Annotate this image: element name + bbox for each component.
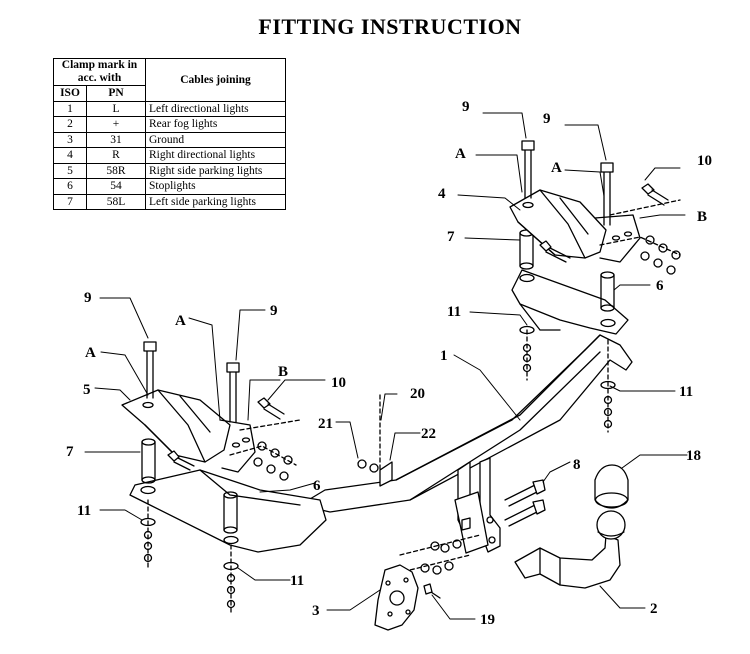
callout-21: 21 <box>318 416 333 432</box>
callout-3: 3 <box>312 603 320 619</box>
tow-ball <box>514 510 626 589</box>
wiring-legend-table: Clamp mark in acc. with Cables joining I… <box>53 58 286 210</box>
callout-2: 2 <box>650 601 658 617</box>
center-fasteners <box>357 394 393 487</box>
callout-7: 7 <box>447 229 455 245</box>
left-side-bracket <box>129 469 327 553</box>
callout-22: 22 <box>421 426 436 442</box>
callout-9: 9 <box>84 290 92 306</box>
callout-8: 8 <box>573 457 581 473</box>
callout-20: 20 <box>410 386 425 402</box>
hitch-receiver <box>454 457 501 554</box>
right-lower-fasteners <box>519 325 616 433</box>
left-vertical-bolts <box>143 341 240 423</box>
socket-screw <box>423 583 441 599</box>
callout-leaders <box>84 112 688 620</box>
legend-header-cables: Cables joining <box>145 58 286 102</box>
callout-11: 11 <box>447 304 461 320</box>
left-spacer-tubes <box>141 438 238 534</box>
ball-cover <box>594 464 629 509</box>
callout-a: A <box>175 313 186 329</box>
callout-11: 11 <box>679 384 693 400</box>
left-horizontal-bolts <box>167 397 301 481</box>
callout-5: 5 <box>83 382 91 398</box>
legend-header-pn: PN <box>86 85 146 102</box>
callout-b: B <box>697 209 707 225</box>
callout-19: 19 <box>480 612 495 628</box>
callout-10: 10 <box>331 375 346 391</box>
page-title: FITTING INSTRUCTION <box>258 14 522 39</box>
callout-4: 4 <box>438 186 446 202</box>
right-clamp-plate <box>509 189 641 263</box>
callout-11: 11 <box>77 503 91 519</box>
callout-b: B <box>278 364 288 380</box>
callout-1: 1 <box>440 348 448 364</box>
callout-9: 9 <box>270 303 278 319</box>
tow-bar-beam <box>299 334 633 513</box>
callout-11: 11 <box>290 573 304 589</box>
callout-a: A <box>85 345 96 361</box>
ball-bolts <box>504 479 546 527</box>
right-vertical-bolts <box>521 140 614 226</box>
legend-header-row: Clamp mark in acc. with Cables joining <box>53 58 286 102</box>
legend-header-clamp: Clamp mark in acc. with <box>53 58 146 86</box>
callout-10: 10 <box>697 153 712 169</box>
legend-pn: 58R <box>86 162 146 179</box>
callout-9: 9 <box>543 111 551 127</box>
callout-7: 7 <box>66 444 74 460</box>
callout-6: 6 <box>656 278 664 294</box>
left-clamp-plate <box>121 389 256 473</box>
left-lower-fasteners <box>140 499 239 613</box>
right-spacer-tubes <box>519 229 615 312</box>
callout-a: A <box>551 160 562 176</box>
right-horizontal-bolts <box>539 183 681 275</box>
callout-a: A <box>455 146 466 162</box>
right-side-bracket <box>511 269 629 335</box>
legend-desc: Right side parking lights <box>145 162 286 179</box>
legend-desc: Stoplights <box>145 178 286 195</box>
legend-desc: Right directional lights <box>145 147 286 164</box>
socket-plate <box>374 564 419 631</box>
callout-6: 6 <box>313 478 321 494</box>
callout-labels: 9 9 10 A A 4 B 7 6 11 1 11 9 9 A A 5 B 1… <box>66 99 712 628</box>
legend-pn: 58L <box>86 193 146 210</box>
callout-9: 9 <box>462 99 470 115</box>
callout-18: 18 <box>686 448 701 464</box>
legend-desc: Left side parking lights <box>145 193 286 210</box>
